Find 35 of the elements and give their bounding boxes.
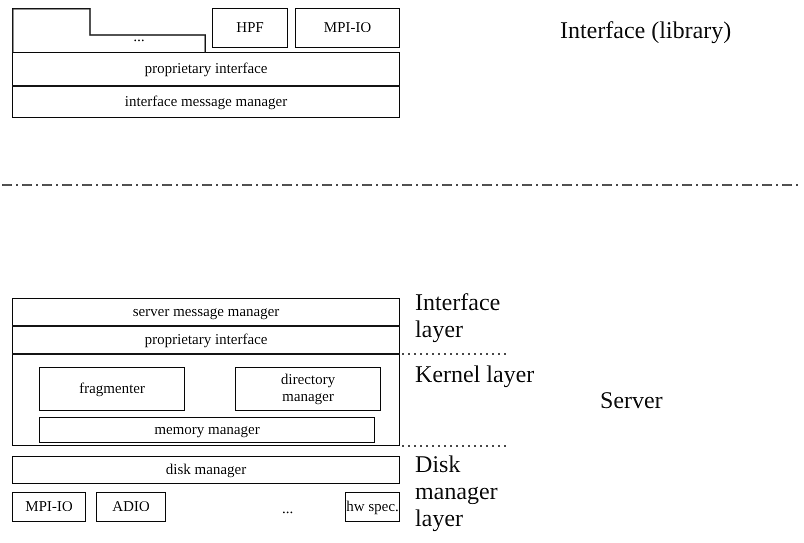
memory-manager-box — [39, 417, 375, 443]
layer-label: Server — [600, 388, 664, 415]
box-label: proprietary interface — [144, 60, 268, 78]
mpi-io-box — [12, 492, 86, 522]
box-label: memory manager — [154, 422, 260, 438]
box-label: ... — [133, 29, 145, 46]
box-label: MPI-IO — [324, 20, 372, 36]
layer-label: Interface layer — [415, 290, 502, 344]
message-manager-box — [12, 86, 400, 118]
hpf-box — [212, 8, 288, 48]
box-label: ADIO — [112, 498, 150, 516]
hw-spec-box — [345, 492, 400, 522]
adio-box — [96, 492, 166, 522]
ellipsis-text: ... — [282, 500, 294, 519]
layer-label: Disk manager layer — [415, 452, 499, 533]
interface-box — [12, 52, 400, 86]
box-label: disk manager — [166, 462, 246, 478]
disk-manager-box — [12, 456, 400, 484]
box-label: fragmenter — [79, 380, 145, 398]
fragmenter-box — [39, 367, 185, 411]
box-label: hw spec. — [346, 498, 399, 516]
mpi-io-box — [295, 8, 400, 48]
layer-label: Interface (library) — [560, 18, 732, 45]
directory-manager-box — [235, 367, 381, 411]
box-label: HPF — [236, 20, 264, 36]
box-label: server message manager — [132, 304, 280, 320]
box-label: proprietary interface — [144, 332, 268, 348]
box-label: MPI-IO — [25, 498, 73, 516]
interface-box — [12, 8, 206, 52]
box-label: interface message manager — [124, 94, 288, 110]
kernel-box — [12, 354, 400, 446]
interface-box — [12, 326, 400, 354]
message-manager-box — [12, 298, 400, 326]
box-label: directory manager — [280, 372, 336, 406]
layer-label: Kernel layer — [415, 362, 535, 389]
